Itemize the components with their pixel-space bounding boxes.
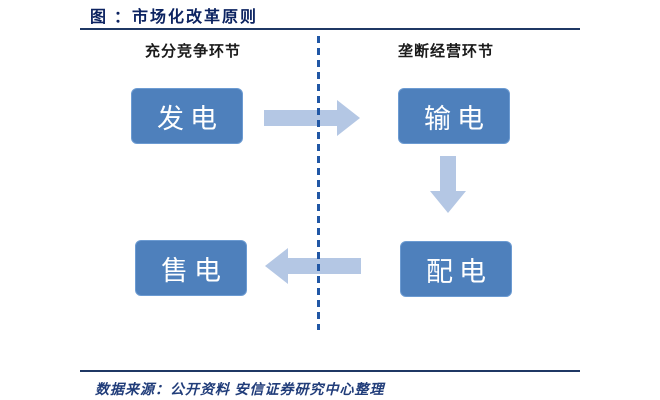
node-transmission-label: 输电 — [424, 103, 490, 134]
node-distribution: 配电 — [400, 241, 512, 297]
bottom-rule — [80, 370, 580, 372]
node-transmission: 输电 — [398, 88, 510, 144]
section-label-competitive: 充分竞争环节 — [145, 44, 242, 60]
top-rule — [80, 28, 580, 30]
flow-arrow-down-icon — [430, 156, 466, 213]
dashed-divider-line — [317, 36, 320, 330]
node-retail: 售电 — [135, 240, 247, 296]
node-distribution-label: 配电 — [426, 256, 492, 287]
node-generation: 发电 — [131, 88, 243, 144]
node-generation-label: 发电 — [157, 103, 223, 134]
data-source-note: 数据来源：公开资料 安信证券研究中心整理 — [95, 383, 385, 398]
section-label-monopoly: 垄断经营环节 — [398, 44, 495, 60]
flow-arrow-left-icon — [265, 248, 361, 284]
flow-arrow-right-icon — [264, 100, 360, 136]
figure-title: 图 ：市场化改革原则 — [90, 9, 259, 26]
node-retail-label: 售电 — [161, 255, 227, 286]
